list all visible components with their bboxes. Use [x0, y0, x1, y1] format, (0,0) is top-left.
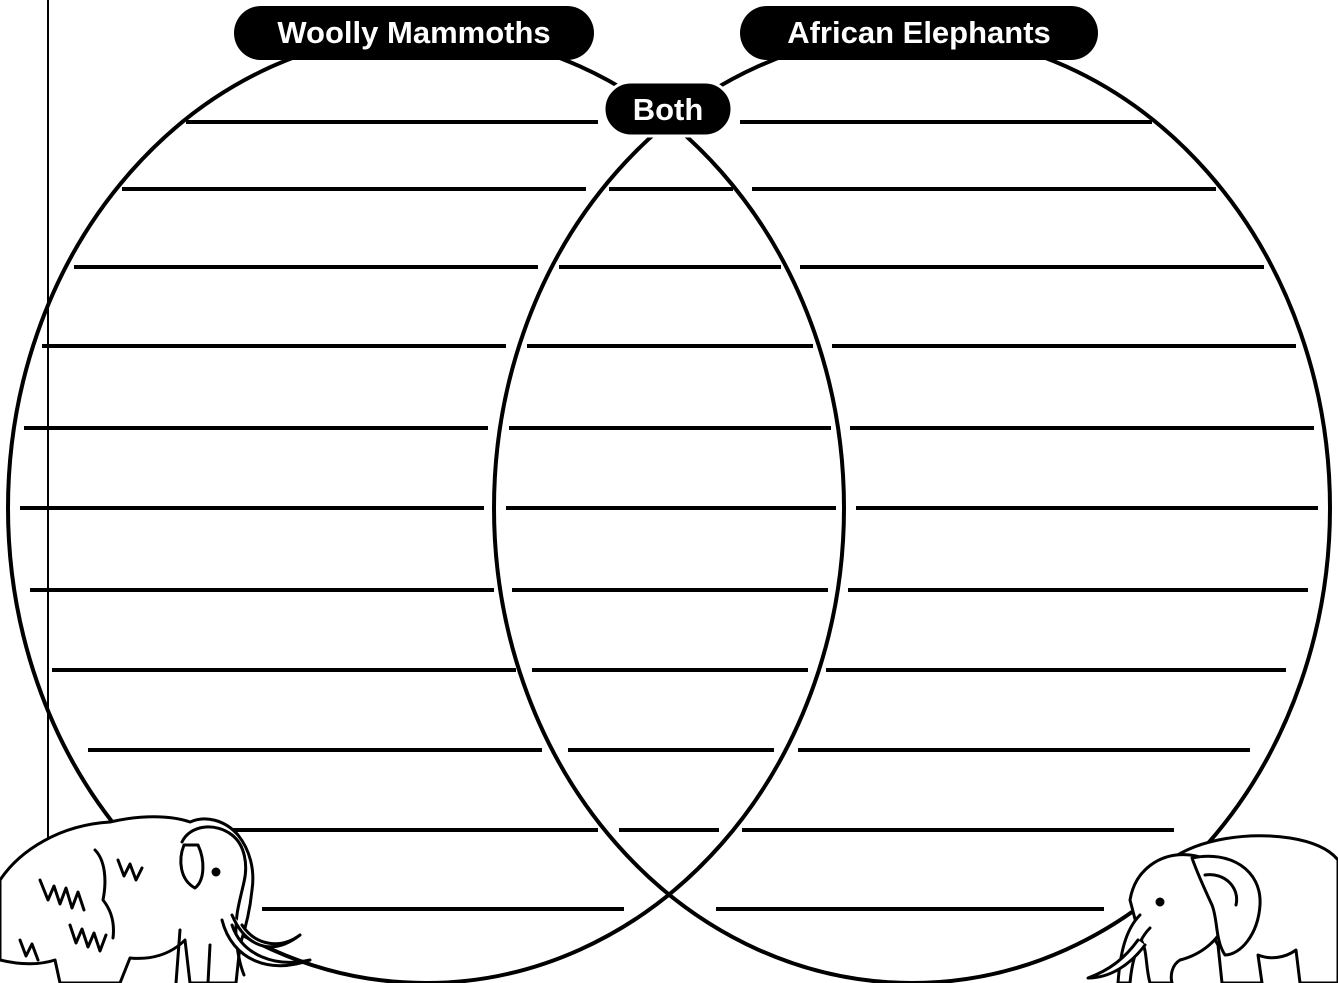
center-label-pill: Both: [604, 82, 732, 136]
right-writing-lines: [716, 122, 1318, 909]
right-label: African Elephants: [787, 15, 1051, 50]
center-label: Both: [633, 92, 704, 127]
center-writing-lines: [506, 189, 836, 830]
woolly-mammoth-illustration: [0, 817, 310, 983]
left-label: Woolly Mammoths: [277, 15, 550, 50]
left-writing-lines: [20, 122, 624, 909]
left-label-pill: Woolly Mammoths: [234, 6, 594, 60]
african-elephant-illustration: [1088, 836, 1338, 983]
right-label-pill: African Elephants: [740, 6, 1098, 60]
